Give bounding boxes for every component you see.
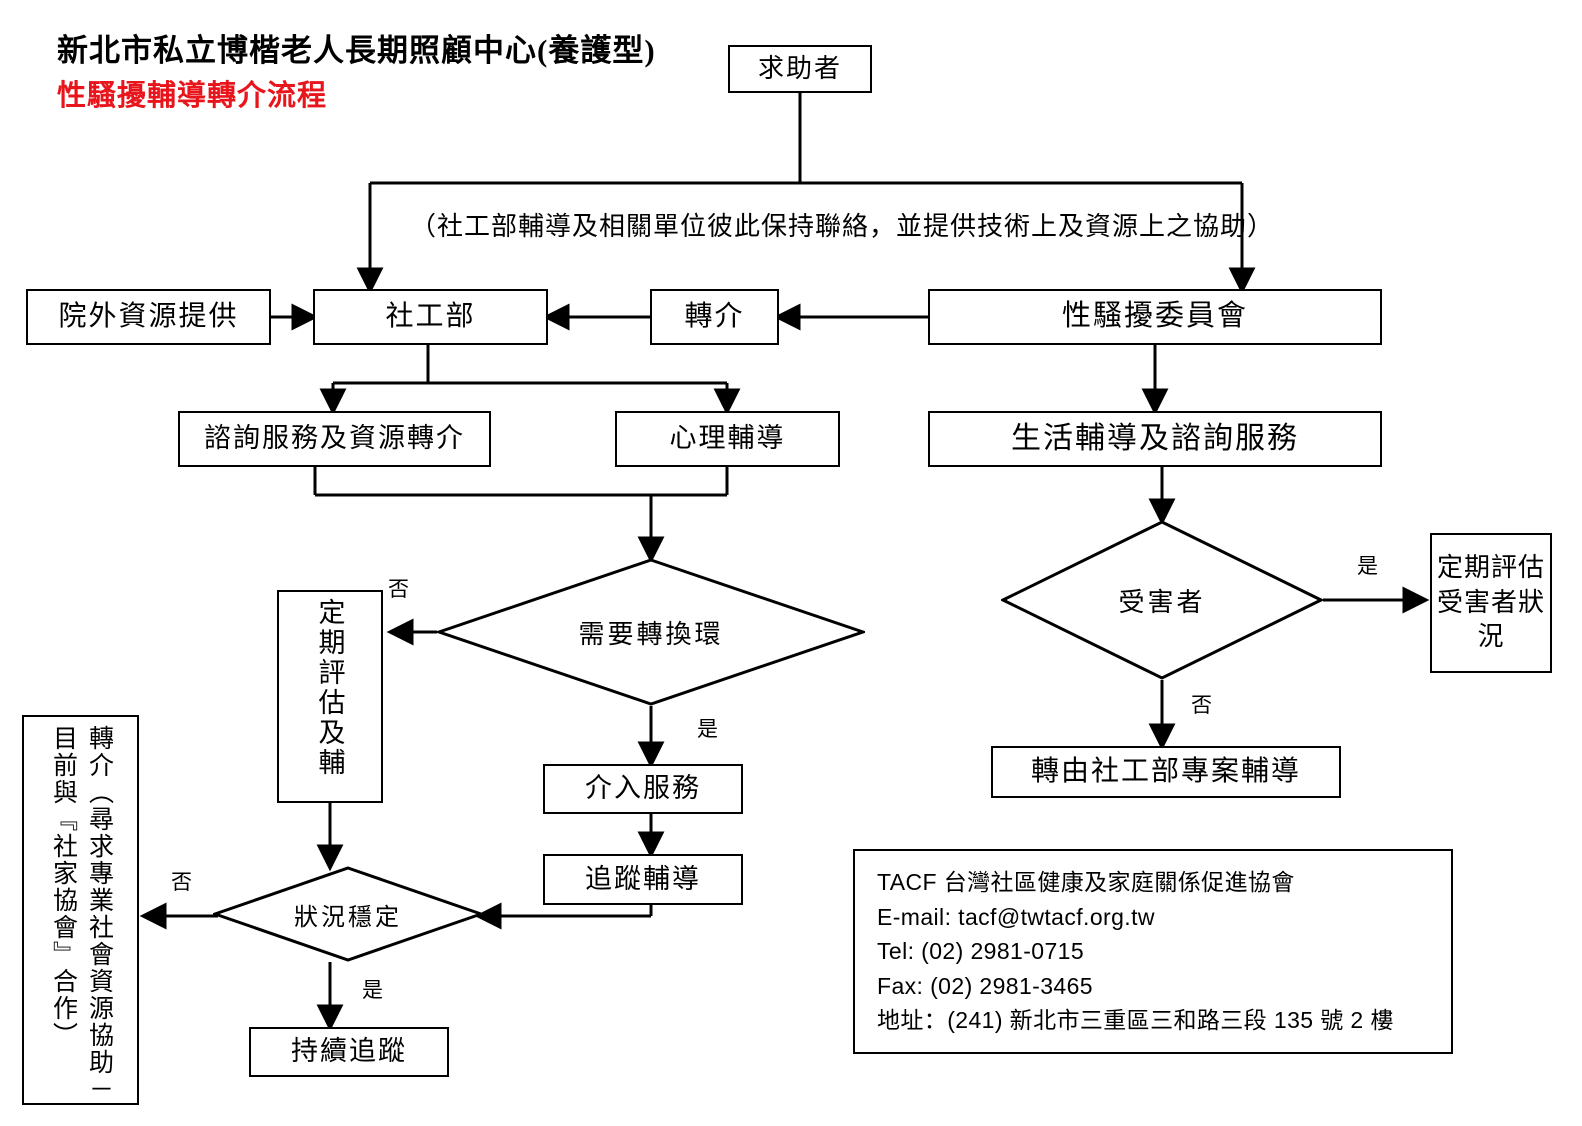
node-referral-long-label: 轉介（尋求專業社會資源協助－目前與『社家協會』合作） xyxy=(49,725,113,1103)
contact-line-email[interactable]: E-mail: tacf@twtacf.org.tw xyxy=(877,903,1155,930)
contact-line-tel: Tel: (02) 2981-0715 xyxy=(877,938,1085,964)
node-periodic-eval-guidance[interactable]: 定期評估及輔 xyxy=(277,590,383,803)
node-follow-up-counseling[interactable]: 追蹤輔導 xyxy=(543,854,743,905)
node-help-seeker-label: 求助者 xyxy=(757,54,842,84)
edge-label-victim-no: 否 xyxy=(1191,693,1212,717)
node-transfer-to-sw-case-label: 轉由社工部專案輔導 xyxy=(1030,755,1301,787)
node-periodic-eval-victim-label: 定期評估受害者狀況 xyxy=(1436,553,1545,652)
edge-label-need-transfer-yes: 是 xyxy=(697,717,718,741)
node-life-guidance[interactable]: 生活輔導及諮詢服務 xyxy=(928,411,1382,467)
page-title-document: 性騷擾輔導轉介流程 xyxy=(57,80,328,112)
node-referral[interactable]: 轉介 xyxy=(650,289,779,345)
process-note: （社工部輔導及相關單位彼此保持聯絡，並提供技術上及資源上之協助） xyxy=(410,212,1275,241)
decision-victim[interactable]: 受害者 xyxy=(1001,520,1323,680)
node-referral-label: 轉介 xyxy=(684,300,745,332)
contact-line-fax: Fax: (02) 2981-3465 xyxy=(877,972,1094,999)
node-psych-counseling-label: 心理輔導 xyxy=(669,423,786,454)
contact-info-box: TACF 台灣社區健康及家庭關係促進協會 E-mail: tacf@twtacf… xyxy=(853,849,1453,1054)
decision-condition-stable[interactable]: 狀況穩定 xyxy=(213,866,483,962)
contact-line-address: 地址：(241) 新北市三重區三和路三段 135 號 2 樓 xyxy=(877,1007,1394,1033)
node-continuous-tracking-label: 持續追蹤 xyxy=(291,1036,407,1067)
node-social-work-dept[interactable]: 社工部 xyxy=(313,289,548,345)
node-consult-service[interactable]: 諮詢服務及資源轉介 xyxy=(178,411,491,467)
node-transfer-to-sw-case[interactable]: 轉由社工部專案輔導 xyxy=(991,746,1341,798)
edge-label-victim-yes: 是 xyxy=(1357,554,1378,578)
node-social-work-dept-label: 社工部 xyxy=(385,300,476,332)
node-external-resource-label: 院外資源提供 xyxy=(58,300,239,332)
node-help-seeker[interactable]: 求助者 xyxy=(728,45,872,93)
edge-label-condition-stable-no: 否 xyxy=(171,870,192,894)
contact-line-org: TACF 台灣社區健康及家庭關係促進協會 xyxy=(877,869,1295,895)
node-continuous-tracking[interactable]: 持續追蹤 xyxy=(249,1027,449,1077)
node-referral-long[interactable]: 轉介（尋求專業社會資源協助－目前與『社家協會』合作） xyxy=(22,715,139,1105)
node-periodic-eval-victim[interactable]: 定期評估受害者狀況 xyxy=(1430,533,1552,673)
node-intervention-service[interactable]: 介入服務 xyxy=(543,764,743,814)
node-life-guidance-label: 生活輔導及諮詢服務 xyxy=(1011,421,1299,455)
node-psych-counseling[interactable]: 心理輔導 xyxy=(615,411,840,467)
decision-need-transfer-label: 需要轉換環 xyxy=(578,619,724,649)
page-title-organization: 新北市私立博楷老人長期照顧中心(養護型) xyxy=(57,33,656,68)
node-consult-service-label: 諮詢服務及資源轉介 xyxy=(204,423,465,454)
node-intervention-service-label: 介入服務 xyxy=(585,773,701,804)
node-harassment-committee[interactable]: 性騷擾委員會 xyxy=(928,289,1382,345)
edge-label-condition-stable-yes: 是 xyxy=(362,978,383,1002)
decision-victim-label: 受害者 xyxy=(1118,587,1206,617)
decision-condition-stable-label: 狀況穩定 xyxy=(294,904,402,931)
node-follow-up-counseling-label: 追蹤輔導 xyxy=(585,863,701,894)
node-periodic-eval-guidance-label: 定期評估及輔 xyxy=(314,598,345,778)
node-external-resource[interactable]: 院外資源提供 xyxy=(26,289,271,345)
node-harassment-committee-label: 性騷擾委員會 xyxy=(1061,300,1248,333)
edge-label-need-transfer-no: 否 xyxy=(388,577,409,601)
decision-need-transfer[interactable]: 需要轉換環 xyxy=(437,558,865,706)
